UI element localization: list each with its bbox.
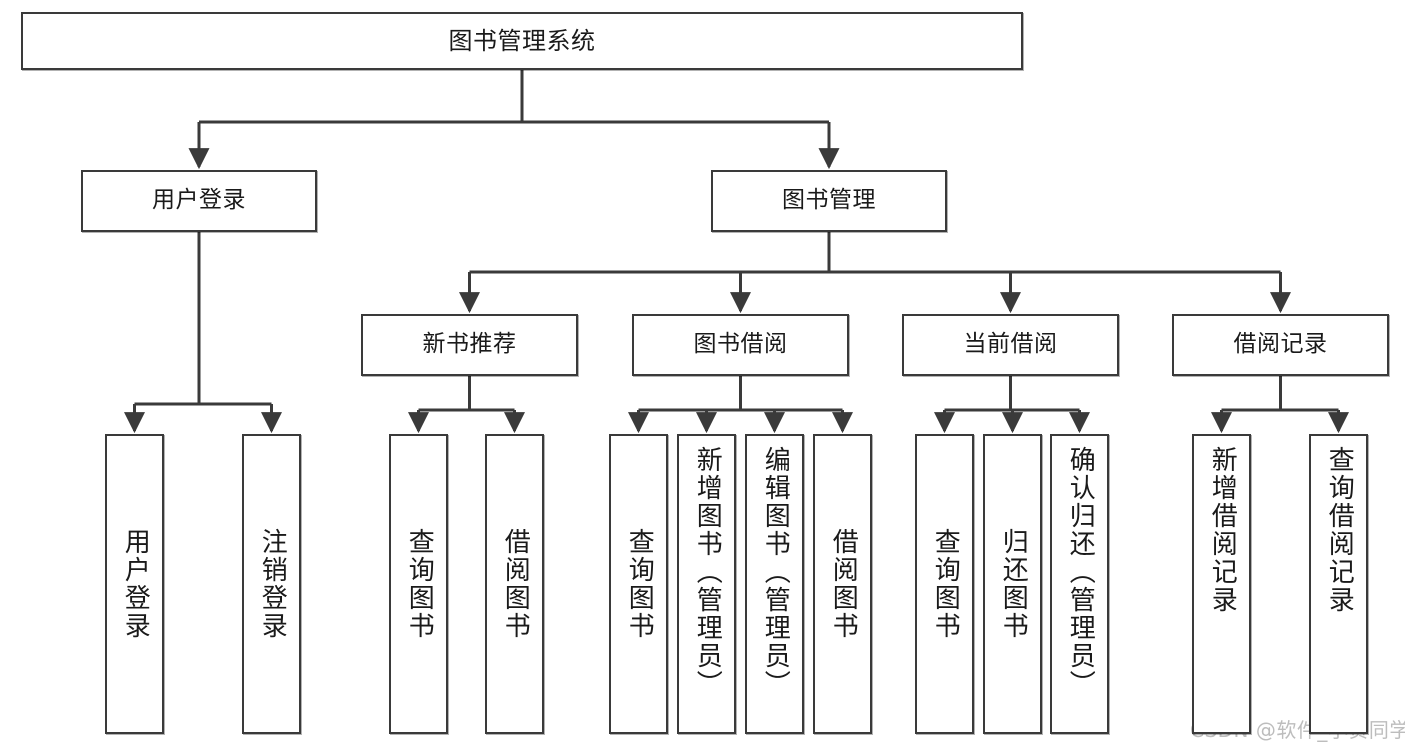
node-leaf-cur-return-book[interactable]: 归还图书 (983, 434, 1042, 734)
node-leaf-borrow-borrow-book-label: 借阅图书 (828, 528, 859, 640)
node-borrow-record-label: 借阅记录 (1233, 331, 1328, 358)
node-leaf-rec-query-book-label: 查询图书 (404, 528, 435, 640)
node-leaf-borrow-edit-book[interactable]: 编辑图书（管理员） (745, 434, 804, 734)
node-leaf-cur-query-book-label: 查询图书 (930, 528, 961, 640)
node-borrow-record[interactable]: 借阅记录 (1172, 314, 1389, 376)
node-new-book-rec[interactable]: 新书推荐 (361, 314, 578, 376)
node-leaf-rec-borrow-book-label: 借阅图书 (500, 528, 531, 640)
node-book-borrow[interactable]: 图书借阅 (632, 314, 849, 376)
node-user-login[interactable]: 用户登录 (81, 170, 317, 232)
node-user-login-label: 用户登录 (152, 187, 246, 214)
node-leaf-cur-query-book[interactable]: 查询图书 (915, 434, 974, 734)
node-new-book-rec-label: 新书推荐 (422, 331, 517, 358)
node-leaf-cur-return-book-label: 归还图书 (998, 528, 1029, 640)
node-leaf-user-login-label: 用户登录 (120, 528, 151, 640)
node-leaf-cur-confirm-return-label: 确认归还（管理员） (1065, 446, 1096, 698)
node-book-manage-label: 图书管理 (782, 187, 876, 214)
node-current-borrow[interactable]: 当前借阅 (902, 314, 1119, 376)
node-leaf-user-logout[interactable]: 注销登录 (242, 434, 301, 734)
node-current-borrow-label: 当前借阅 (963, 331, 1058, 358)
node-leaf-rec-query-record[interactable]: 查询借阅记录 (1309, 434, 1368, 734)
node-leaf-borrow-query-book-label: 查询图书 (624, 528, 655, 640)
node-root-label: 图书管理系统 (448, 26, 596, 55)
node-book-manage[interactable]: 图书管理 (711, 170, 947, 232)
node-leaf-rec-borrow-book[interactable]: 借阅图书 (485, 434, 544, 734)
node-leaf-user-logout-label: 注销登录 (257, 528, 288, 640)
node-leaf-borrow-edit-book-label: 编辑图书（管理员） (760, 446, 791, 698)
node-leaf-cur-confirm-return[interactable]: 确认归还（管理员） (1050, 434, 1109, 734)
node-leaf-rec-query-book[interactable]: 查询图书 (389, 434, 448, 734)
node-leaf-borrow-query-book[interactable]: 查询图书 (609, 434, 668, 734)
node-leaf-rec-query-record-label: 查询借阅记录 (1324, 446, 1355, 614)
node-leaf-rec-add-record[interactable]: 新增借阅记录 (1192, 434, 1251, 734)
node-leaf-borrow-borrow-book[interactable]: 借阅图书 (813, 434, 872, 734)
node-leaf-borrow-add-book-label: 新增图书（管理员） (692, 446, 723, 698)
node-leaf-user-login[interactable]: 用户登录 (105, 434, 164, 734)
node-book-borrow-label: 图书借阅 (693, 331, 788, 358)
node-leaf-borrow-add-book[interactable]: 新增图书（管理员） (677, 434, 736, 734)
node-root[interactable]: 图书管理系统 (21, 12, 1023, 70)
node-leaf-rec-add-record-label: 新增借阅记录 (1207, 446, 1238, 614)
